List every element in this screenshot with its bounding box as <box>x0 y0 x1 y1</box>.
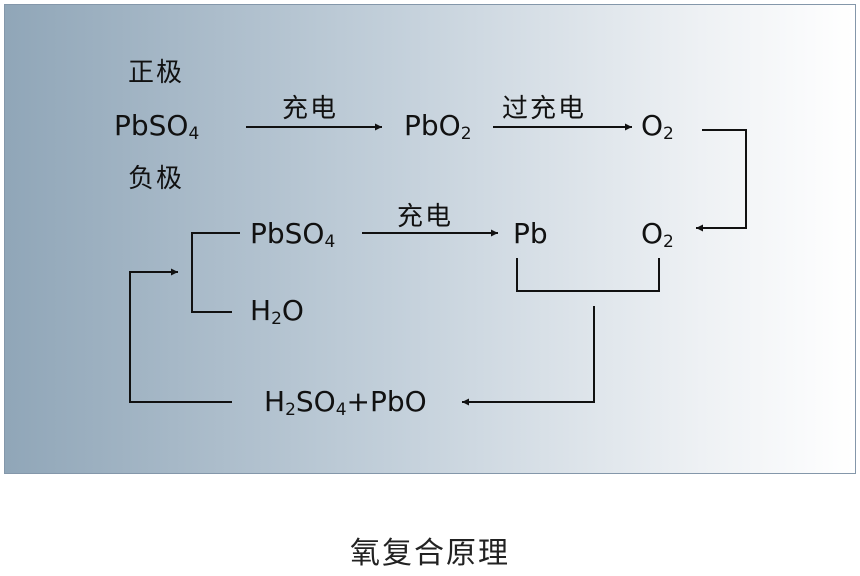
species-pbso4-positive: PbSO4 <box>114 109 200 144</box>
species-pb: Pb <box>513 217 548 250</box>
label-charge-top: 充电 <box>282 94 339 124</box>
label-overcharge: 过充电 <box>502 94 587 124</box>
diagram-panel <box>4 4 856 474</box>
label-positive: 正极 <box>128 58 185 88</box>
label-charge-mid: 充电 <box>397 202 454 232</box>
species-h2so4-pbo: H2SO4+PbO <box>264 385 427 420</box>
species-pbo2: PbO2 <box>404 109 472 144</box>
connector-pb-o2 <box>516 258 660 292</box>
species-pbso4-negative: PbSO4 <box>250 217 336 252</box>
arrow-to-products <box>462 306 595 406</box>
species-h2o: H2O <box>250 294 304 329</box>
bracket-pbso4-h2o <box>191 232 240 313</box>
species-o2-top: O2 <box>641 109 674 144</box>
arrow-o2-transfer <box>696 129 747 232</box>
figure-caption: 氧复合原理 <box>350 536 510 571</box>
arrow-return-loop <box>129 268 232 403</box>
species-o2-mid: O2 <box>641 217 674 252</box>
label-negative: 负极 <box>128 164 185 194</box>
